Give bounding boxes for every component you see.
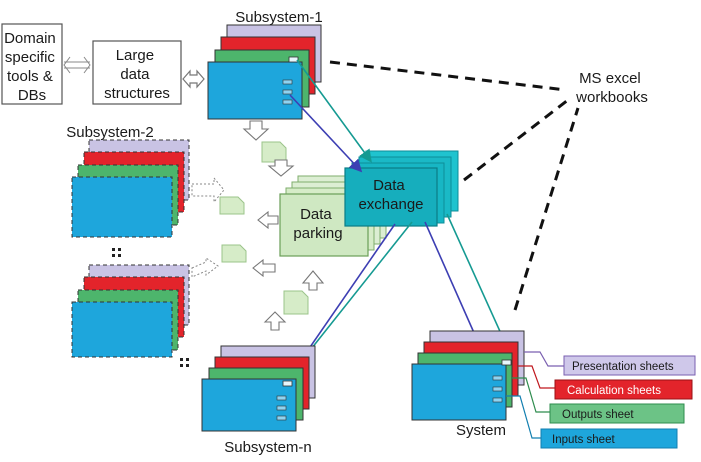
- domain-tools-line-1: Domain: [4, 30, 56, 47]
- subsystem-2-label: Subsystem-2: [66, 124, 154, 141]
- legend-calculation-label: Calculation sheets: [567, 385, 661, 397]
- subsystem-dotted-arrows: [191, 176, 225, 278]
- subsystem-n-stack: Subsystem-n: [201, 345, 316, 456]
- large-data-structures-box: Large data structures: [92, 40, 182, 105]
- legend-outputs-sheet: Outputs sheet: [549, 403, 685, 424]
- legend-outputs-label: Outputs sheet: [562, 409, 634, 421]
- domain-to-data-arrow: [63, 56, 91, 74]
- legend-presentation-label: Presentation sheets: [572, 361, 674, 373]
- ellipsis-dots-upper: [112, 248, 121, 257]
- domain-tools-box: Domain specific tools & DBs: [1, 23, 63, 105]
- subsystem-2-stack: Subsystem-2: [66, 124, 190, 238]
- subsystem-n-label: Subsystem-n: [224, 439, 312, 456]
- system-stack: System: [411, 330, 525, 439]
- parking-transfer-notes: [219, 141, 309, 315]
- system-label: System: [456, 422, 506, 439]
- data-parking-line-1: Data: [300, 206, 332, 223]
- domain-tools-line-2: specific: [5, 49, 56, 66]
- subsystem-1-label: Subsystem-1: [235, 9, 323, 26]
- svg-text:MS excel workbooks: MS excel workbooks: [575, 70, 648, 106]
- legend-inputs-label: Inputs sheet: [552, 434, 615, 446]
- ms-excel-line-2: workbooks: [575, 89, 648, 106]
- large-data-line-3: structures: [104, 85, 170, 102]
- ms-excel-label: MS excel workbooks: [575, 70, 648, 106]
- data-exchange-line-1: Data: [373, 177, 405, 194]
- large-data-line-2: data: [120, 66, 150, 83]
- data-exchange-line-2: exchange: [358, 196, 423, 213]
- ms-excel-leaders: [329, 60, 580, 311]
- legend-inputs-sheet: Inputs sheet: [540, 428, 678, 449]
- legend-presentation-sheets: Presentation sheets: [563, 355, 696, 376]
- svg-text:Domain specific to: Domain specific tools & DBs: [4, 30, 60, 104]
- ellipsis-dots-lower: [180, 358, 189, 367]
- large-data-line-1: Large: [116, 47, 154, 64]
- svg-text:Data exchange: Data exchange: [358, 177, 423, 213]
- ms-excel-line-1: MS excel: [579, 70, 641, 87]
- data-parking-line-2: parking: [293, 225, 342, 242]
- subsystem-1-stack: Subsystem-1: [207, 9, 323, 120]
- svg-text:Data parking: Data parking: [293, 206, 342, 242]
- data-exchange-stack: Data exchange: [344, 150, 459, 227]
- parking-transfer-arrows: [242, 120, 325, 331]
- domain-tools-line-4: DBs: [18, 87, 46, 104]
- svg-text:Large data structu: Large data structures: [104, 47, 170, 102]
- legend-calculation-sheets: Calculation sheets: [554, 379, 693, 400]
- data-to-subsystem1-arrow: [182, 69, 205, 89]
- subsystem-unlabeled-stack: [71, 264, 190, 358]
- legend-connectors: [506, 351, 566, 439]
- domain-tools-line-3: tools &: [7, 68, 53, 85]
